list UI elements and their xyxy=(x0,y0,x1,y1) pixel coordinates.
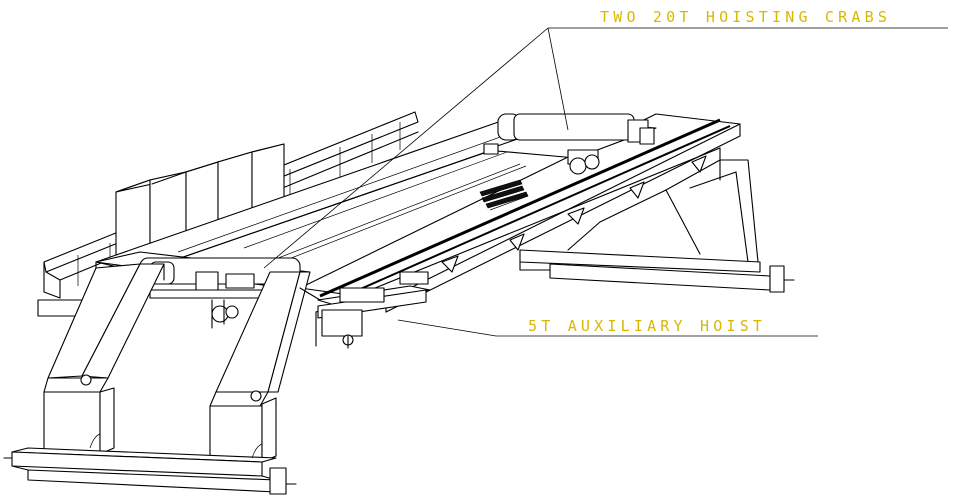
leader-line-hoisting-crabs-rear xyxy=(547,27,569,131)
hoisting-crab-front xyxy=(95,251,311,329)
auxiliary-hoist-trolley xyxy=(317,271,431,349)
callout-leaders xyxy=(263,27,948,337)
right-end-leg xyxy=(519,159,795,293)
hoist-ropes xyxy=(267,163,529,265)
leader-line-auxiliary-hoist xyxy=(397,319,497,337)
callout-hoisting-crabs: TWO 20T HOISTING CRABS xyxy=(600,8,891,26)
leader-line-hoisting-crabs-front xyxy=(263,27,549,269)
front-end-leg-left xyxy=(43,263,165,455)
callout-auxiliary-hoist: 5T AUXILIARY HOIST xyxy=(528,317,766,335)
hoisting-crab-rear xyxy=(483,113,657,175)
girder-stiffeners xyxy=(441,155,707,273)
front-end-leg-right xyxy=(209,271,321,463)
front-sill-beam xyxy=(3,433,297,495)
